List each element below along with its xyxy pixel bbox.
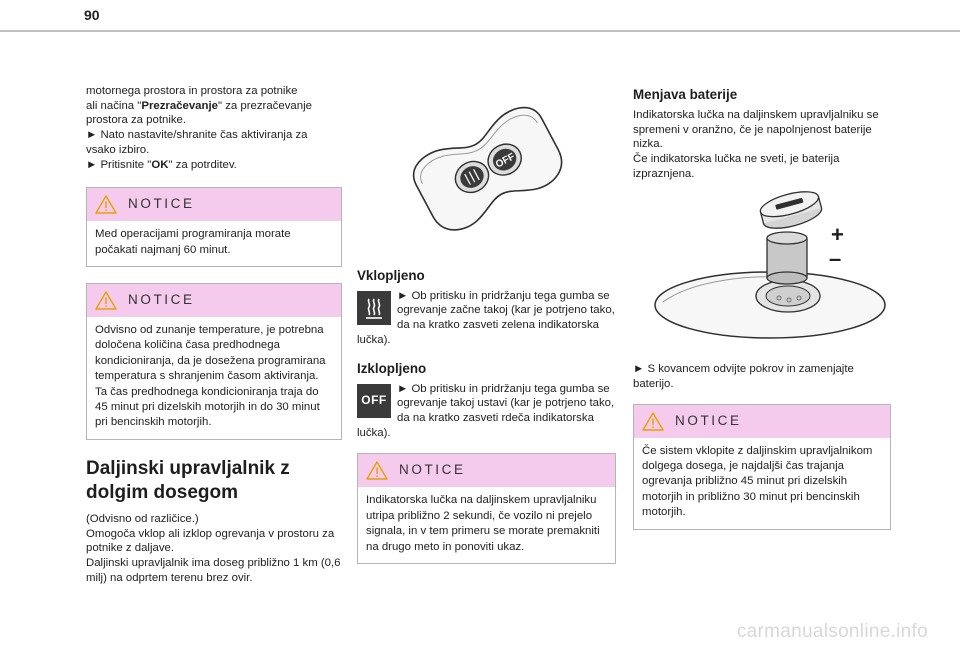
column-2: OFF Vklopljeno ► Ob pritisku in pridržan… [357,90,616,564]
heating-on-icon [357,290,391,325]
off-instruction: OFF ► Ob pritisku in pridržanju tega gum… [357,382,616,441]
notice-header: NOTICE [634,404,890,438]
section-heading: Daljinski upravljalnik z dolgim dosegom [86,457,290,503]
notice-text: Če sistem vklopite z daljinskim upravlja… [642,444,873,519]
notice-header: NOTICE [87,284,341,318]
on-heading: Vklopljeno [357,267,425,283]
notice-title: NOTICE [399,462,466,478]
notice-box-3: NOTICE Indikatorska lučka na daljinskem … [357,453,616,564]
notice-text: Indikatorska lučka na daljinskem upravlj… [366,494,600,553]
column-1: motornega prostora in prostora za potnik… [86,84,342,585]
on-instruction: ► Ob pritisku in pridržanju tega gumba s… [357,289,616,348]
notice-box-2: NOTICE Odvisno od zunanje temperature, j… [86,283,342,440]
notice-text: Odvisno od zunanje temperature, je potre… [95,324,326,429]
page-number: 90 [84,7,100,23]
warning-icon [642,411,664,431]
step-confirm: ► Pritisnite " [86,158,152,171]
top-rule [0,30,960,32]
notice-box-1: NOTICE Med operacijami programiranja mor… [86,187,342,268]
notice-text: Med operacijami programiranja morate poč… [95,228,291,256]
battery-plus: + [831,222,844,247]
heating-off-icon: OFF [357,383,391,418]
mode-name: Prezračevanje [141,99,218,112]
intro-text: motornega prostora in prostora za potnik… [86,85,312,171]
warning-icon [95,291,117,310]
notice-title: NOTICE [675,412,742,428]
ok-key: OK [151,158,169,171]
off-heading: Izklopljeno [357,360,427,376]
warning-icon [95,195,117,214]
notice-header: NOTICE [358,454,615,488]
battery-minus: – [829,246,841,271]
watermark: carmanualsonline.info [736,621,928,642]
notice-box-4: NOTICE Če sistem vklopite z daljinskim u… [633,403,891,530]
battery-body: Indikatorska lučka na daljinskem upravlj… [633,109,879,180]
notice-header: NOTICE [87,188,341,222]
battery-heading: Menjava baterije [633,87,738,102]
battery-replacement-illustration: + – [654,190,886,339]
notice-title: NOTICE [128,196,195,212]
notice-title: NOTICE [128,292,195,308]
battery-step: ► S kovancem odvijte pokrov in zamenjajt… [633,363,854,390]
off-text: ► Ob pritisku in pridržanju tega gumba s… [357,382,615,439]
remote-control-illustration: OFF [413,106,563,231]
section-body: (Odvisno od različice.) Omogoča vklop al… [86,512,341,584]
column-3: Menjava baterije Indikatorska lučka na d… [633,86,891,530]
on-text: ► Ob pritisku in pridržanju tega gumba s… [357,289,615,346]
warning-icon [366,461,388,481]
step-set-time: ► Nato nastavite/shranite čas aktiviranj… [86,129,308,142]
